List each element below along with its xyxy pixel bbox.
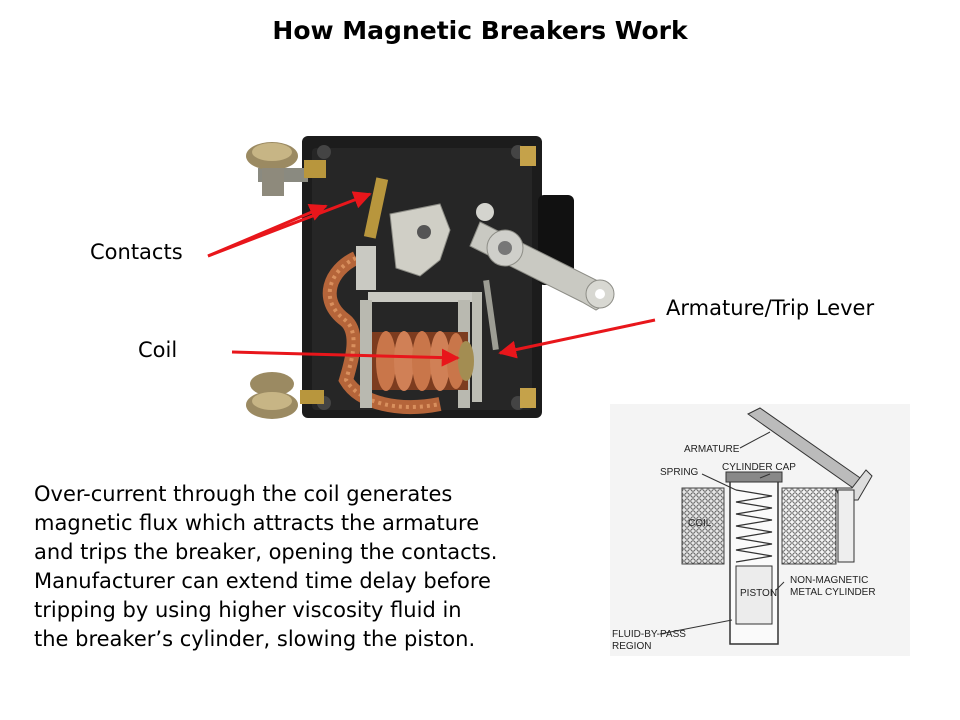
magnetic-breaker-diagram: ARMATURE SPRING CYLINDER CAP COIL PISTON… xyxy=(610,404,910,656)
diagram-cylinder-cap xyxy=(725,471,783,483)
diagram-label-nonmagnetic-2: METAL CYLINDER xyxy=(790,587,876,598)
explanation-text: Over-current through the coil generates … xyxy=(34,480,594,654)
diagram-label-piston: PISTON xyxy=(740,588,777,599)
diagram-label-spring: SPRING xyxy=(660,467,699,478)
callout-armature: Armature/Trip Lever xyxy=(666,296,875,320)
diagram-label-coil: COIL xyxy=(688,518,712,529)
diagram-label-nonmagnetic-1: NON-MAGNETIC xyxy=(790,575,868,586)
armature-lever xyxy=(469,203,615,402)
brass-bolt-top xyxy=(520,146,536,166)
armature-arrow xyxy=(498,318,656,359)
slide-title: How Magnetic Breakers Work xyxy=(272,16,688,45)
callout-contacts: Contacts xyxy=(90,240,183,264)
callout-coil: Coil xyxy=(138,338,178,362)
terminal-screw-top xyxy=(246,142,326,196)
explanation-line: the breaker’s cylinder, slowing the pist… xyxy=(34,627,476,651)
callout-arrows xyxy=(207,191,656,367)
diagram-coil-left xyxy=(681,487,725,565)
diagram-label-fluid-2: REGION xyxy=(612,641,651,652)
diagram-label-fluid-1: FLUID-BY-PASS xyxy=(612,629,686,640)
explanation-line: Manufacturer can extend time delay befor… xyxy=(34,569,491,593)
diagram-coil-right xyxy=(781,487,837,565)
diagram-label-armature: ARMATURE xyxy=(684,444,740,455)
explanation-line: Over-current through the coil generates xyxy=(34,482,453,506)
coil-winding xyxy=(372,331,474,391)
brass-bolt-bottom xyxy=(520,388,536,408)
explanation-line: magnetic flux which attracts the armatur… xyxy=(34,511,480,535)
explanation-line: and trips the breaker, opening the conta… xyxy=(34,540,498,564)
diagram-piston xyxy=(735,565,773,625)
contacts-arrow-2 xyxy=(207,191,372,258)
diagram-label-cylinder-cap: CYLINDER CAP xyxy=(722,462,796,473)
terminal-screw-bottom xyxy=(246,372,324,419)
explanation-line: tripping by using higher viscosity fluid… xyxy=(34,598,462,622)
diagram-spring xyxy=(735,489,773,563)
coil-arrow xyxy=(231,348,460,367)
